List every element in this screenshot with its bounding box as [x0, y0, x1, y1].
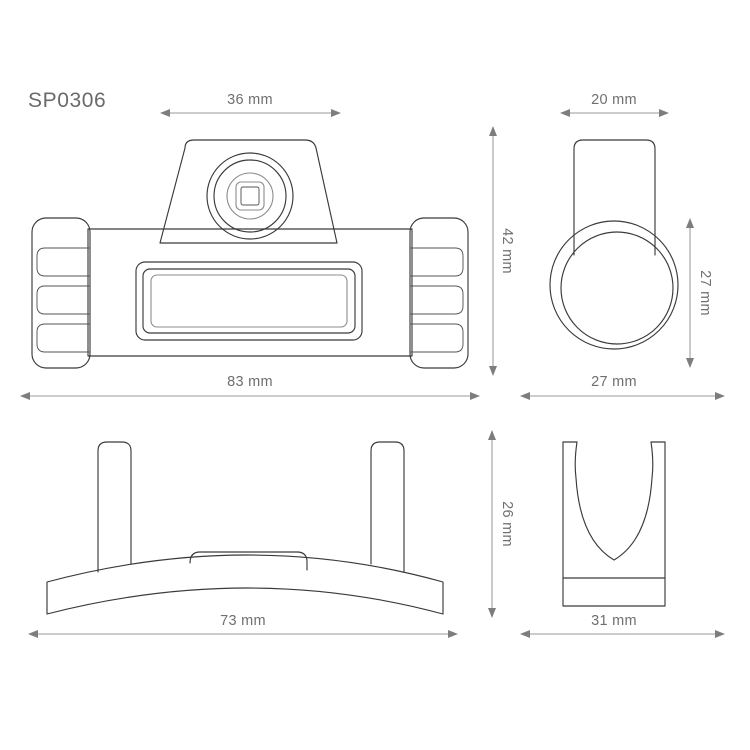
front-right-grip-rib-2 [409, 285, 464, 315]
front-left-grip-rib-3 [36, 323, 91, 353]
section-view: 26 mm 31 mm [488, 430, 725, 638]
front-display-screen [150, 274, 348, 328]
front-lens-second-ring [213, 159, 287, 233]
front-right-grip-body [409, 217, 469, 369]
front-display-outer-frame [135, 261, 363, 341]
front-view: 36 mm 83 mm 42 mm [20, 92, 515, 400]
mount-overall-width-label: 73 mm [220, 613, 266, 629]
front-display-middle-frame [142, 268, 356, 334]
front-left-grip-body [31, 217, 91, 369]
front-left-grip [31, 217, 91, 369]
mount-overall-width-dimension: 73 mm [28, 613, 458, 638]
mount-view: 73 mm [28, 441, 458, 638]
front-overall-height-dimension: 42 mm [489, 126, 515, 376]
side-stem-width-dimension: 20 mm [560, 92, 669, 117]
front-overall-width-label: 83 mm [227, 374, 273, 390]
front-right-grip [409, 217, 469, 369]
front-housing-width-label: 36 mm [227, 92, 273, 108]
sku-label: SP0306 [28, 89, 106, 112]
section-height-label: 26 mm [499, 501, 515, 547]
side-stem-width-label: 20 mm [591, 92, 637, 108]
front-left-grip-rib-1 [36, 247, 91, 277]
front-body-bar [87, 228, 413, 357]
section-width-label: 31 mm [591, 613, 637, 629]
side-body-width-dimension: 27 mm [520, 374, 725, 400]
section-height-dimension: 26 mm [488, 430, 515, 618]
front-overall-width-dimension: 83 mm [20, 374, 480, 400]
side-view: 20 mm 27 mm 27 mm [520, 92, 725, 400]
front-lens-inner-ring [226, 172, 274, 220]
side-body-width-label: 27 mm [591, 374, 637, 390]
front-lens-square-bezel [235, 181, 265, 211]
mount-arc-strap [46, 554, 444, 615]
side-body-inner-circle [560, 231, 674, 345]
front-lens-outer-ring [206, 152, 294, 240]
mount-right-post [370, 441, 405, 573]
side-body-height-label: 27 mm [697, 270, 713, 316]
section-cradle-outline [562, 441, 666, 607]
front-left-grip-rib-2 [36, 285, 91, 315]
front-right-grip-rib-1 [409, 247, 464, 277]
mount-left-post [97, 441, 132, 573]
side-body-outer-circle [549, 220, 679, 350]
front-lens-aperture [240, 186, 260, 206]
mount-center-tab [189, 551, 308, 571]
front-housing-width-dimension: 36 mm [160, 92, 341, 117]
side-body-height-dimension: 27 mm [686, 218, 713, 368]
section-width-dimension: 31 mm [520, 613, 725, 638]
side-stem [573, 139, 656, 256]
front-lens-housing [159, 139, 338, 244]
front-overall-height-label: 42 mm [499, 228, 515, 274]
front-right-grip-rib-3 [409, 323, 464, 353]
